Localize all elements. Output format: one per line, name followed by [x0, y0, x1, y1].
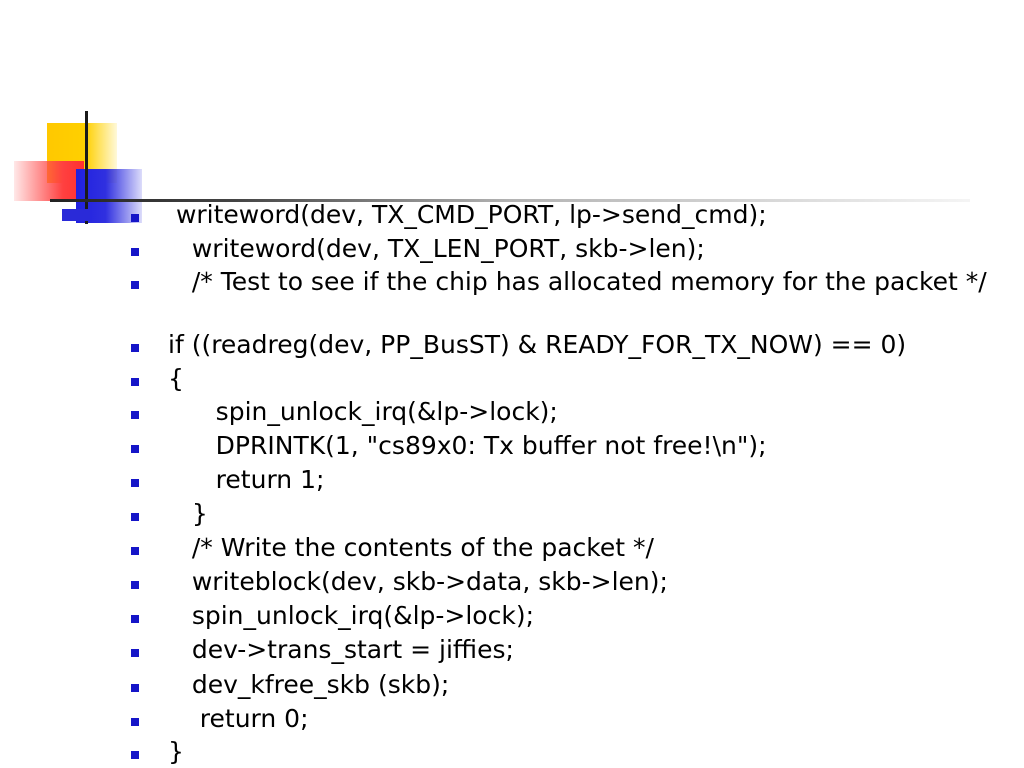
code-line: return 1; [168, 465, 325, 494]
code-line: { [168, 364, 184, 393]
code-line: writeblock(dev, skb->data, skb->len); [168, 567, 668, 596]
code-line: dev->trans_start = jiffies; [168, 635, 514, 664]
code-line: /* Test to see if the chip has allocated… [168, 267, 987, 296]
bullet-square-icon [131, 581, 139, 589]
bullet-square-icon [131, 684, 139, 692]
bullet-square-icon [131, 479, 139, 487]
bullet-square-icon [131, 615, 139, 623]
code-line: spin_unlock_irq(&lp->lock); [168, 601, 535, 630]
bullet-square-icon [131, 378, 139, 386]
bullet-square-icon [131, 214, 139, 222]
code-line: if ((readreg(dev, PP_BusST) & READY_FOR_… [168, 330, 907, 359]
bullet-square-icon [131, 344, 139, 352]
code-line: return 0; [168, 704, 309, 733]
ornament-blue-block [62, 209, 90, 221]
code-line: dev_kfree_skb (skb); [168, 670, 450, 699]
bullet-square-icon [131, 649, 139, 657]
bullet-square-icon [131, 248, 139, 256]
bullet-square-icon [131, 445, 139, 453]
code-line: writeword(dev, TX_LEN_PORT, skb->len); [168, 234, 705, 263]
code-line: DPRINTK(1, "cs89x0: Tx buffer not free!\… [168, 431, 767, 460]
bullet-square-icon [131, 547, 139, 555]
code-line: spin_unlock_irq(&lp->lock); [168, 397, 558, 426]
code-line: } [168, 499, 208, 528]
title-divider-line [50, 199, 970, 202]
code-line: } [168, 737, 184, 766]
code-line: /* Write the contents of the packet */ [168, 533, 654, 562]
ornament-red-bar [14, 161, 84, 201]
bullet-square-icon [131, 718, 139, 726]
bullet-square-icon [131, 513, 139, 521]
bullet-square-icon [131, 751, 139, 759]
ornament-vertical-line [85, 111, 88, 224]
bullet-square-icon [131, 411, 139, 419]
code-line: writeword(dev, TX_CMD_PORT, lp->send_cmd… [168, 200, 767, 229]
bullet-square-icon [131, 281, 139, 289]
